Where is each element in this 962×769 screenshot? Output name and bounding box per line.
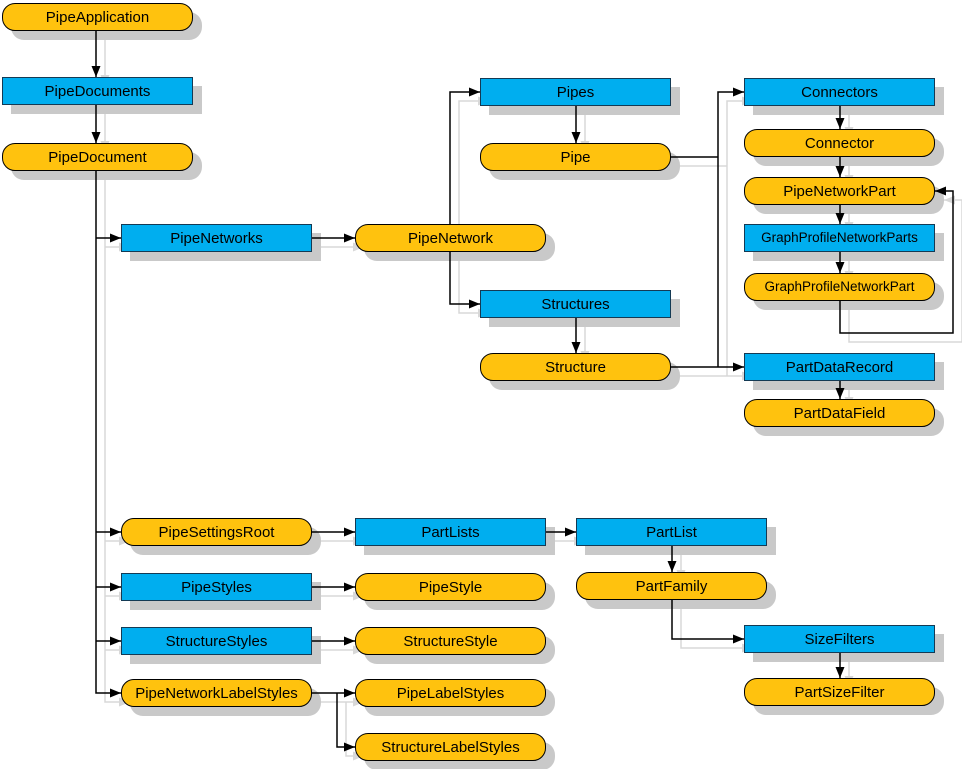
node-label: PipeDocuments	[44, 82, 151, 100]
node-label: PartLists	[421, 523, 480, 541]
node-label: Structures	[541, 295, 610, 313]
node-label: PipeNetwork	[407, 229, 494, 247]
node-label: SizeFilters	[804, 630, 875, 648]
node-part-size-filter[interactable]: PartSizeFilter	[744, 678, 935, 706]
node-label: PartSizeFilter	[794, 683, 885, 701]
node-label: PipeStyle	[418, 578, 483, 596]
node-pipe-network[interactable]: PipeNetwork	[355, 224, 546, 252]
node-connectors[interactable]: Connectors	[744, 78, 935, 106]
node-structures[interactable]: Structures	[480, 290, 671, 318]
node-pipes[interactable]: Pipes	[480, 78, 671, 106]
node-label: StructureStyles	[165, 632, 268, 650]
node-graph-profile-network-part[interactable]: GraphProfileNetworkPart	[744, 273, 935, 301]
node-label: StructureLabelStyles	[381, 738, 520, 756]
node-label: PipeDocument	[48, 148, 147, 166]
node-label: PipeLabelStyles	[396, 684, 505, 702]
node-label: PipeApplication	[45, 8, 150, 26]
node-label: GraphProfileNetworkPart	[764, 279, 915, 295]
node-part-family[interactable]: PartFamily	[576, 572, 767, 600]
node-pipe-styles[interactable]: PipeStyles	[121, 573, 312, 601]
node-label: StructureStyle	[403, 632, 498, 650]
node-label: PipeNetworkPart	[783, 182, 896, 200]
node-connector[interactable]: Connector	[744, 129, 935, 157]
node-label: Structure	[545, 358, 606, 376]
node-pipe-style[interactable]: PipeStyle	[355, 573, 546, 601]
node-part-lists[interactable]: PartLists	[355, 518, 546, 546]
node-pipe-application[interactable]: PipeApplication	[2, 3, 193, 31]
node-pipe-network-part[interactable]: PipeNetworkPart	[744, 177, 935, 205]
node-part-data-record[interactable]: PartDataRecord	[744, 353, 935, 381]
node-pipe[interactable]: Pipe	[480, 143, 671, 171]
node-label: PartDataField	[793, 404, 886, 422]
node-label: Connectors	[801, 83, 878, 101]
node-structure-style[interactable]: StructureStyle	[355, 627, 546, 655]
node-label: PartDataRecord	[785, 358, 894, 376]
node-structure-label-styles[interactable]: StructureLabelStyles	[355, 733, 546, 761]
node-pipe-settings-root[interactable]: PipeSettingsRoot	[121, 518, 312, 546]
node-label: Pipes	[556, 83, 595, 101]
node-label: Connector	[804, 134, 875, 152]
node-part-list[interactable]: PartList	[576, 518, 767, 546]
node-graph-profile-network-parts[interactable]: GraphProfileNetworkParts	[744, 224, 935, 252]
node-part-data-field[interactable]: PartDataField	[744, 399, 935, 427]
node-label: PartFamily	[635, 577, 708, 595]
node-pipe-network-label-styles[interactable]: PipeNetworkLabelStyles	[121, 679, 312, 707]
node-label: GraphProfileNetworkParts	[761, 230, 918, 246]
node-pipe-label-styles[interactable]: PipeLabelStyles	[355, 679, 546, 707]
node-structure[interactable]: Structure	[480, 353, 671, 381]
node-size-filters[interactable]: SizeFilters	[744, 625, 935, 653]
node-label: PartList	[646, 523, 697, 541]
node-label: PipeNetworkLabelStyles	[135, 684, 298, 702]
node-structure-styles[interactable]: StructureStyles	[121, 627, 312, 655]
node-label: PipeSettingsRoot	[158, 523, 275, 541]
node-label: PipeNetworks	[170, 229, 263, 247]
node-label: PipeStyles	[181, 578, 252, 596]
node-pipe-documents[interactable]: PipeDocuments	[2, 77, 193, 105]
node-pipe-networks[interactable]: PipeNetworks	[121, 224, 312, 252]
node-pipe-document[interactable]: PipeDocument	[2, 143, 193, 171]
node-label: Pipe	[560, 148, 591, 166]
